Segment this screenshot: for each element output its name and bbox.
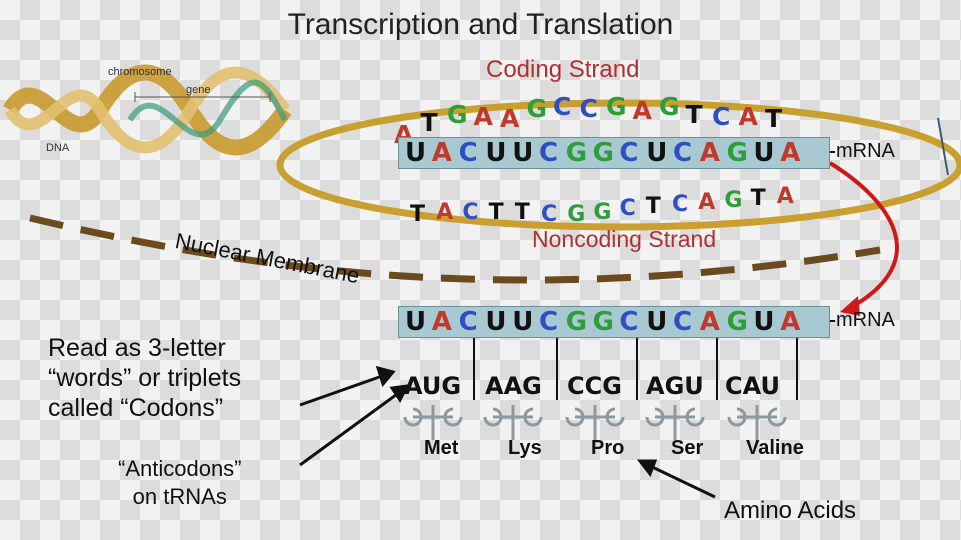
noncoding-base: T (514, 200, 530, 225)
coding-base: A (473, 102, 493, 131)
mrna-base: U (485, 138, 507, 168)
mrna-base: C (458, 307, 478, 337)
dna-helix-graphic (3, 64, 292, 156)
mrna-base: G (726, 307, 748, 337)
mrna-base: U (753, 138, 775, 168)
anticodons-note-line-2: on tRNAs (132, 484, 227, 509)
mrna-base: C (673, 138, 693, 168)
coding-base: G (606, 92, 627, 121)
codon-3: CCG (567, 372, 622, 400)
mrna-base: C (539, 138, 559, 168)
codon-separators (473, 337, 798, 400)
noncoding-base: C (672, 192, 689, 217)
dna-label: DNA (46, 142, 70, 154)
mrna-base: G (726, 138, 748, 168)
mrna-base: C (619, 307, 639, 337)
coding-base: G (659, 92, 680, 121)
coding-base: T (765, 104, 783, 133)
mrna-label-bottom: mRNA (836, 309, 895, 331)
mrna-base: A (780, 138, 801, 168)
mrna-base: U (512, 138, 534, 168)
coding-base: G (447, 100, 468, 129)
chromosome-label: chromosome (108, 66, 172, 78)
page-title: Transcription and Translation (287, 8, 674, 41)
mrna-base: A (431, 138, 452, 168)
mrna-base: C (673, 307, 693, 337)
noncoding-base: G (593, 200, 612, 225)
codons-note: Read as 3-letter “words” or triplets cal… (48, 333, 241, 423)
mrna-base: G (592, 138, 614, 168)
mrna-base: C (619, 138, 639, 168)
mrna-base: U (512, 307, 534, 337)
codons-note-line-2: “words” or triplets (48, 364, 242, 392)
gene-label: gene (186, 84, 211, 96)
noncoding-base: T (488, 200, 504, 225)
mrna-base: C (539, 307, 559, 337)
noncoding-strand-label: Noncoding Strand (532, 226, 717, 252)
nuclear-membrane-line (29, 214, 881, 284)
coding-base: T (685, 100, 703, 129)
trna-shapes (403, 405, 787, 440)
amino-acids-note: Amino Acids (724, 497, 857, 524)
mrna-base: G (565, 138, 588, 168)
amino-acid-1: Met (424, 437, 459, 459)
codon-4: AGU (646, 372, 704, 400)
noncoding-base: A (436, 200, 454, 225)
anticodons-note: “Anticodons” on tRNAs (118, 455, 242, 511)
amino-acid-4: Ser (671, 437, 704, 459)
codons-note-line-3: called “Codons” (48, 394, 224, 422)
anticodons-note-line-1: “Anticodons” (118, 456, 242, 481)
mrna-export-arrow (828, 161, 899, 310)
noncoding-base: G (724, 188, 743, 213)
coding-base: G (526, 94, 548, 123)
mrna-base: C (458, 138, 478, 168)
noncoding-base: A (776, 184, 794, 209)
codon-5: CAU (725, 372, 780, 400)
strand-ellipse (276, 99, 961, 231)
noncoding-base: T (410, 202, 426, 227)
noncoding-base: C (462, 200, 479, 225)
coding-base: C (579, 94, 598, 123)
coding-base: A (500, 104, 520, 133)
mrna-base: G (592, 307, 614, 337)
coding-base: A (738, 102, 758, 131)
codons-note-line-1: Read as 3-letter (48, 334, 226, 362)
noncoding-base: C (541, 202, 558, 227)
noncoding-base: T (645, 194, 661, 219)
coding-base: C (712, 102, 731, 131)
codon-2: AAG (485, 372, 542, 400)
note-arrows (299, 365, 716, 499)
mrna-base: U (405, 138, 427, 168)
mrna-base: G (565, 307, 588, 337)
noncoding-base: T (750, 186, 766, 211)
noncoding-base: G (567, 202, 586, 227)
amino-acid-2: Lys (508, 437, 542, 459)
noncoding-base: A (698, 190, 716, 215)
mrna-base: A (699, 138, 720, 168)
codon-1: AUG (404, 372, 462, 400)
coding-strand-label: Coding Strand (486, 56, 640, 83)
mrna-base: U (485, 307, 507, 337)
coding-base: T (420, 108, 438, 137)
mrna-base: U (646, 307, 668, 337)
mrna-base: U (405, 307, 427, 337)
amino-acid-3: Pro (591, 437, 625, 459)
mrna-base: U (753, 307, 775, 337)
mrna-label-top: mRNA (836, 140, 895, 162)
coding-base: C (553, 92, 572, 121)
mrna-base: A (780, 307, 801, 337)
mrna-base: A (431, 307, 452, 337)
mrna-base: U (646, 138, 668, 168)
mrna-base: A (699, 307, 720, 337)
coding-base: A (632, 96, 652, 125)
amino-acid-5: Valine (746, 437, 804, 459)
noncoding-base: C (619, 196, 636, 221)
